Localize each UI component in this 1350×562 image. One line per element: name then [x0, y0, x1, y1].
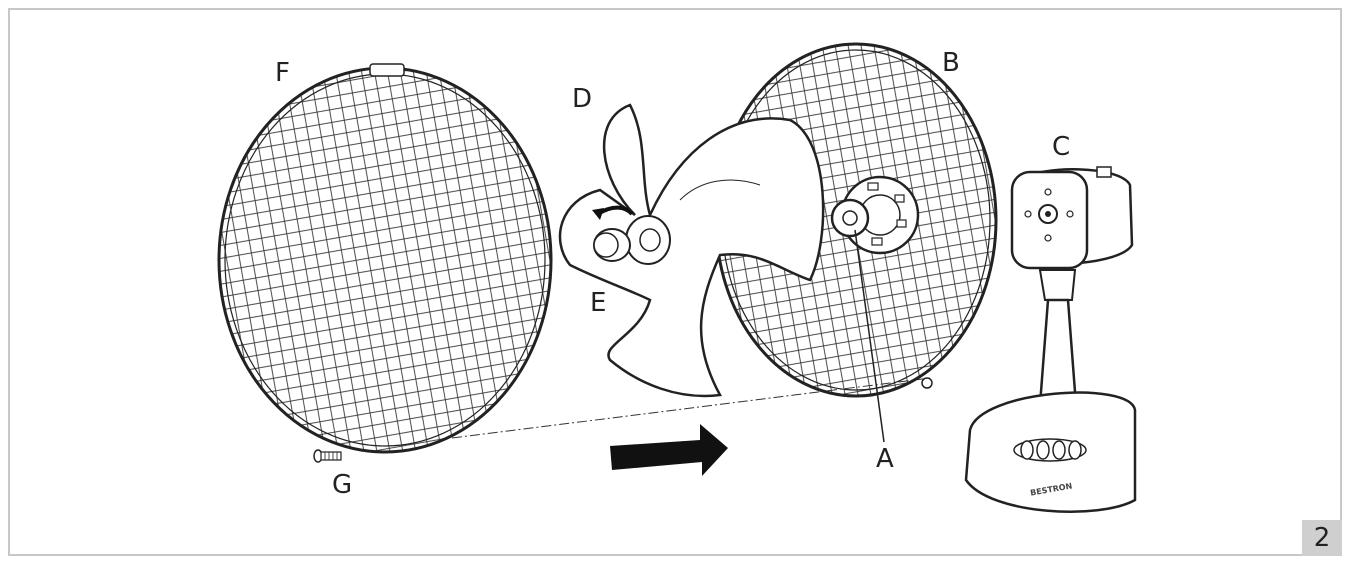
pointer-line-a	[854, 229, 885, 443]
label-g: G	[332, 470, 353, 500]
spinner-cap	[592, 205, 671, 265]
fan-blade	[558, 103, 825, 398]
motor-and-stand	[964, 166, 1137, 513]
page-number: 2	[1302, 520, 1342, 556]
label-a: A	[876, 444, 894, 474]
label-c: C	[1052, 132, 1071, 162]
front-grille	[217, 63, 553, 454]
grille-clip	[369, 63, 405, 77]
screw	[313, 449, 342, 463]
label-e: E	[590, 288, 607, 318]
grille-mount	[830, 175, 920, 443]
rotation-arrow	[592, 208, 604, 220]
label-b: B	[942, 48, 960, 78]
label-d: D	[572, 84, 593, 114]
rear-grille-nut	[921, 377, 933, 389]
direction-arrow	[610, 424, 728, 476]
diagram-frame	[8, 8, 1342, 556]
label-f: F	[275, 58, 290, 88]
